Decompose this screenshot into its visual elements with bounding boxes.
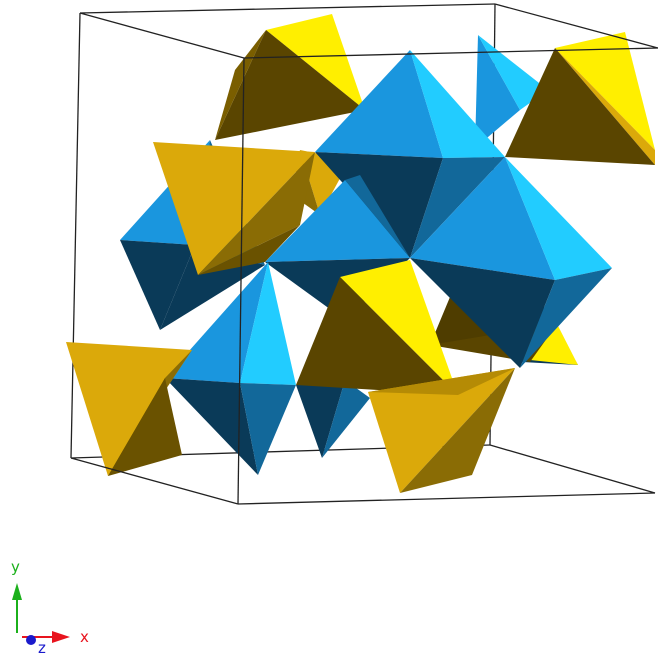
axis-triad: y x z <box>11 558 89 655</box>
z-axis-label: z <box>38 639 46 655</box>
x-axis-arrow-icon <box>52 631 70 643</box>
octahedron-lower-center <box>296 380 370 458</box>
y-axis-label: y <box>11 558 20 576</box>
y-axis-arrow-icon <box>12 583 22 600</box>
z-axis-dot-icon <box>26 635 36 645</box>
x-axis-label: x <box>80 628 89 646</box>
tetrahedron-top-center <box>215 14 365 140</box>
tetrahedron-lower-left <box>66 342 192 476</box>
